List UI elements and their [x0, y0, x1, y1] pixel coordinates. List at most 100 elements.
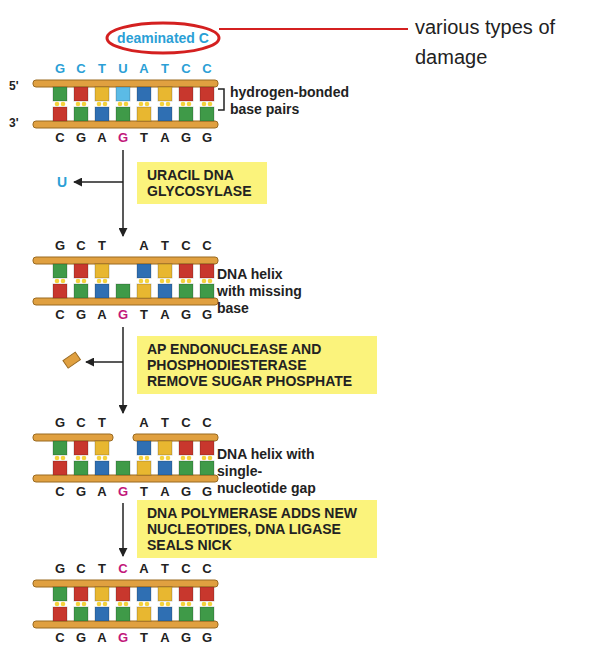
hydrogen-bond [118, 102, 123, 107]
base-letter: C [51, 630, 69, 646]
base-block [137, 264, 151, 278]
base-block [179, 587, 193, 601]
base-letter: A [135, 238, 153, 254]
hydrogen-bond [166, 602, 171, 607]
backbone [33, 475, 218, 482]
base-letter: T [156, 415, 174, 431]
base-block [179, 87, 193, 101]
base-block [200, 264, 214, 278]
hydrogen-bond [82, 279, 87, 284]
hydrogen-bond [61, 602, 66, 607]
hydrogen-bond [55, 456, 60, 461]
base-letter: C [198, 61, 216, 77]
base-letter: C [198, 561, 216, 577]
base-block [200, 587, 214, 601]
base-letter: G [51, 561, 69, 577]
hydrogen-bond [139, 456, 144, 461]
base-letter: T [156, 561, 174, 577]
hydrogen-bond [76, 279, 81, 284]
base-block [53, 461, 67, 475]
hydrogen-bond [82, 602, 87, 607]
hydrogen-bond [139, 102, 144, 107]
backbone [33, 257, 218, 264]
base-block [53, 587, 67, 601]
step-label: DNA helix with missing base [217, 266, 313, 317]
part-label: hydrogen-bonded base pairs [230, 84, 360, 118]
base-letter: C [72, 415, 90, 431]
base-letter: C [198, 238, 216, 254]
base-block [116, 107, 130, 121]
base-block [53, 264, 67, 278]
base-block [137, 587, 151, 601]
base-block [74, 461, 88, 475]
base-block [158, 284, 172, 298]
base-block [200, 607, 214, 621]
base-block [53, 87, 67, 101]
hydrogen-bond [97, 456, 102, 461]
base-block [95, 587, 109, 601]
base-letter: G [177, 630, 195, 646]
base-block [74, 264, 88, 278]
backbone [33, 121, 218, 128]
base-letter: G [177, 307, 195, 323]
base-block [158, 461, 172, 475]
base-letter: G [177, 130, 195, 146]
hydrogen-bond [103, 456, 108, 461]
enzyme-text: URACIL DNA GLYCOSYLASE [147, 167, 257, 199]
backbone [133, 434, 218, 441]
base-letter: A [93, 307, 111, 323]
backbone [33, 80, 218, 87]
hydrogen-bond [97, 102, 102, 107]
base-letter: A [135, 415, 153, 431]
base-letter: A [156, 484, 174, 500]
step-arrow [122, 327, 124, 413]
base-letter: A [93, 484, 111, 500]
callout-note: various types of damage [415, 12, 605, 72]
base-letter: A [135, 61, 153, 77]
base-block [200, 441, 214, 455]
base-block [158, 87, 172, 101]
base-block [137, 441, 151, 455]
hydrogen-bond [208, 456, 213, 461]
hydrogen-bond [139, 602, 144, 607]
base-block [137, 107, 151, 121]
base-block [53, 284, 67, 298]
hydrogen-bond [160, 602, 165, 607]
base-block [116, 587, 130, 601]
base-block [74, 107, 88, 121]
backbone [33, 580, 218, 587]
base-letter: A [156, 307, 174, 323]
hydrogen-bond [181, 102, 186, 107]
base-block [74, 284, 88, 298]
step-label: DNA helix with single-nucleotide gap [217, 446, 329, 497]
enzyme-text: DNA POLYMERASE ADDS NEW NUCLEOTIDES, DNA… [147, 505, 367, 553]
base-block [116, 284, 130, 298]
leader-line [219, 28, 408, 30]
base-letter: G [72, 484, 90, 500]
hydrogen-bond [187, 456, 192, 461]
base-letter: G [114, 484, 132, 500]
backbone [33, 621, 218, 628]
base-block [116, 461, 130, 475]
base-block [200, 461, 214, 475]
base-letter: T [93, 61, 111, 77]
base-letter: G [51, 238, 69, 254]
hydrogen-bond [187, 602, 192, 607]
hydrogen-bond [145, 456, 150, 461]
hydrogen-bond [181, 279, 186, 284]
base-letter: A [156, 630, 174, 646]
hydrogen-bond [208, 279, 213, 284]
base-letter: G [72, 130, 90, 146]
hydrogen-bond [208, 602, 213, 607]
base-block [95, 87, 109, 101]
base-letter: T [135, 130, 153, 146]
base-block [137, 87, 151, 101]
base-block [179, 441, 193, 455]
hydrogen-bond [82, 102, 87, 107]
base-block [74, 607, 88, 621]
base-letter: C [114, 561, 132, 577]
base-block [158, 441, 172, 455]
released-base: U [54, 174, 70, 190]
base-block [158, 264, 172, 278]
base-block [179, 107, 193, 121]
